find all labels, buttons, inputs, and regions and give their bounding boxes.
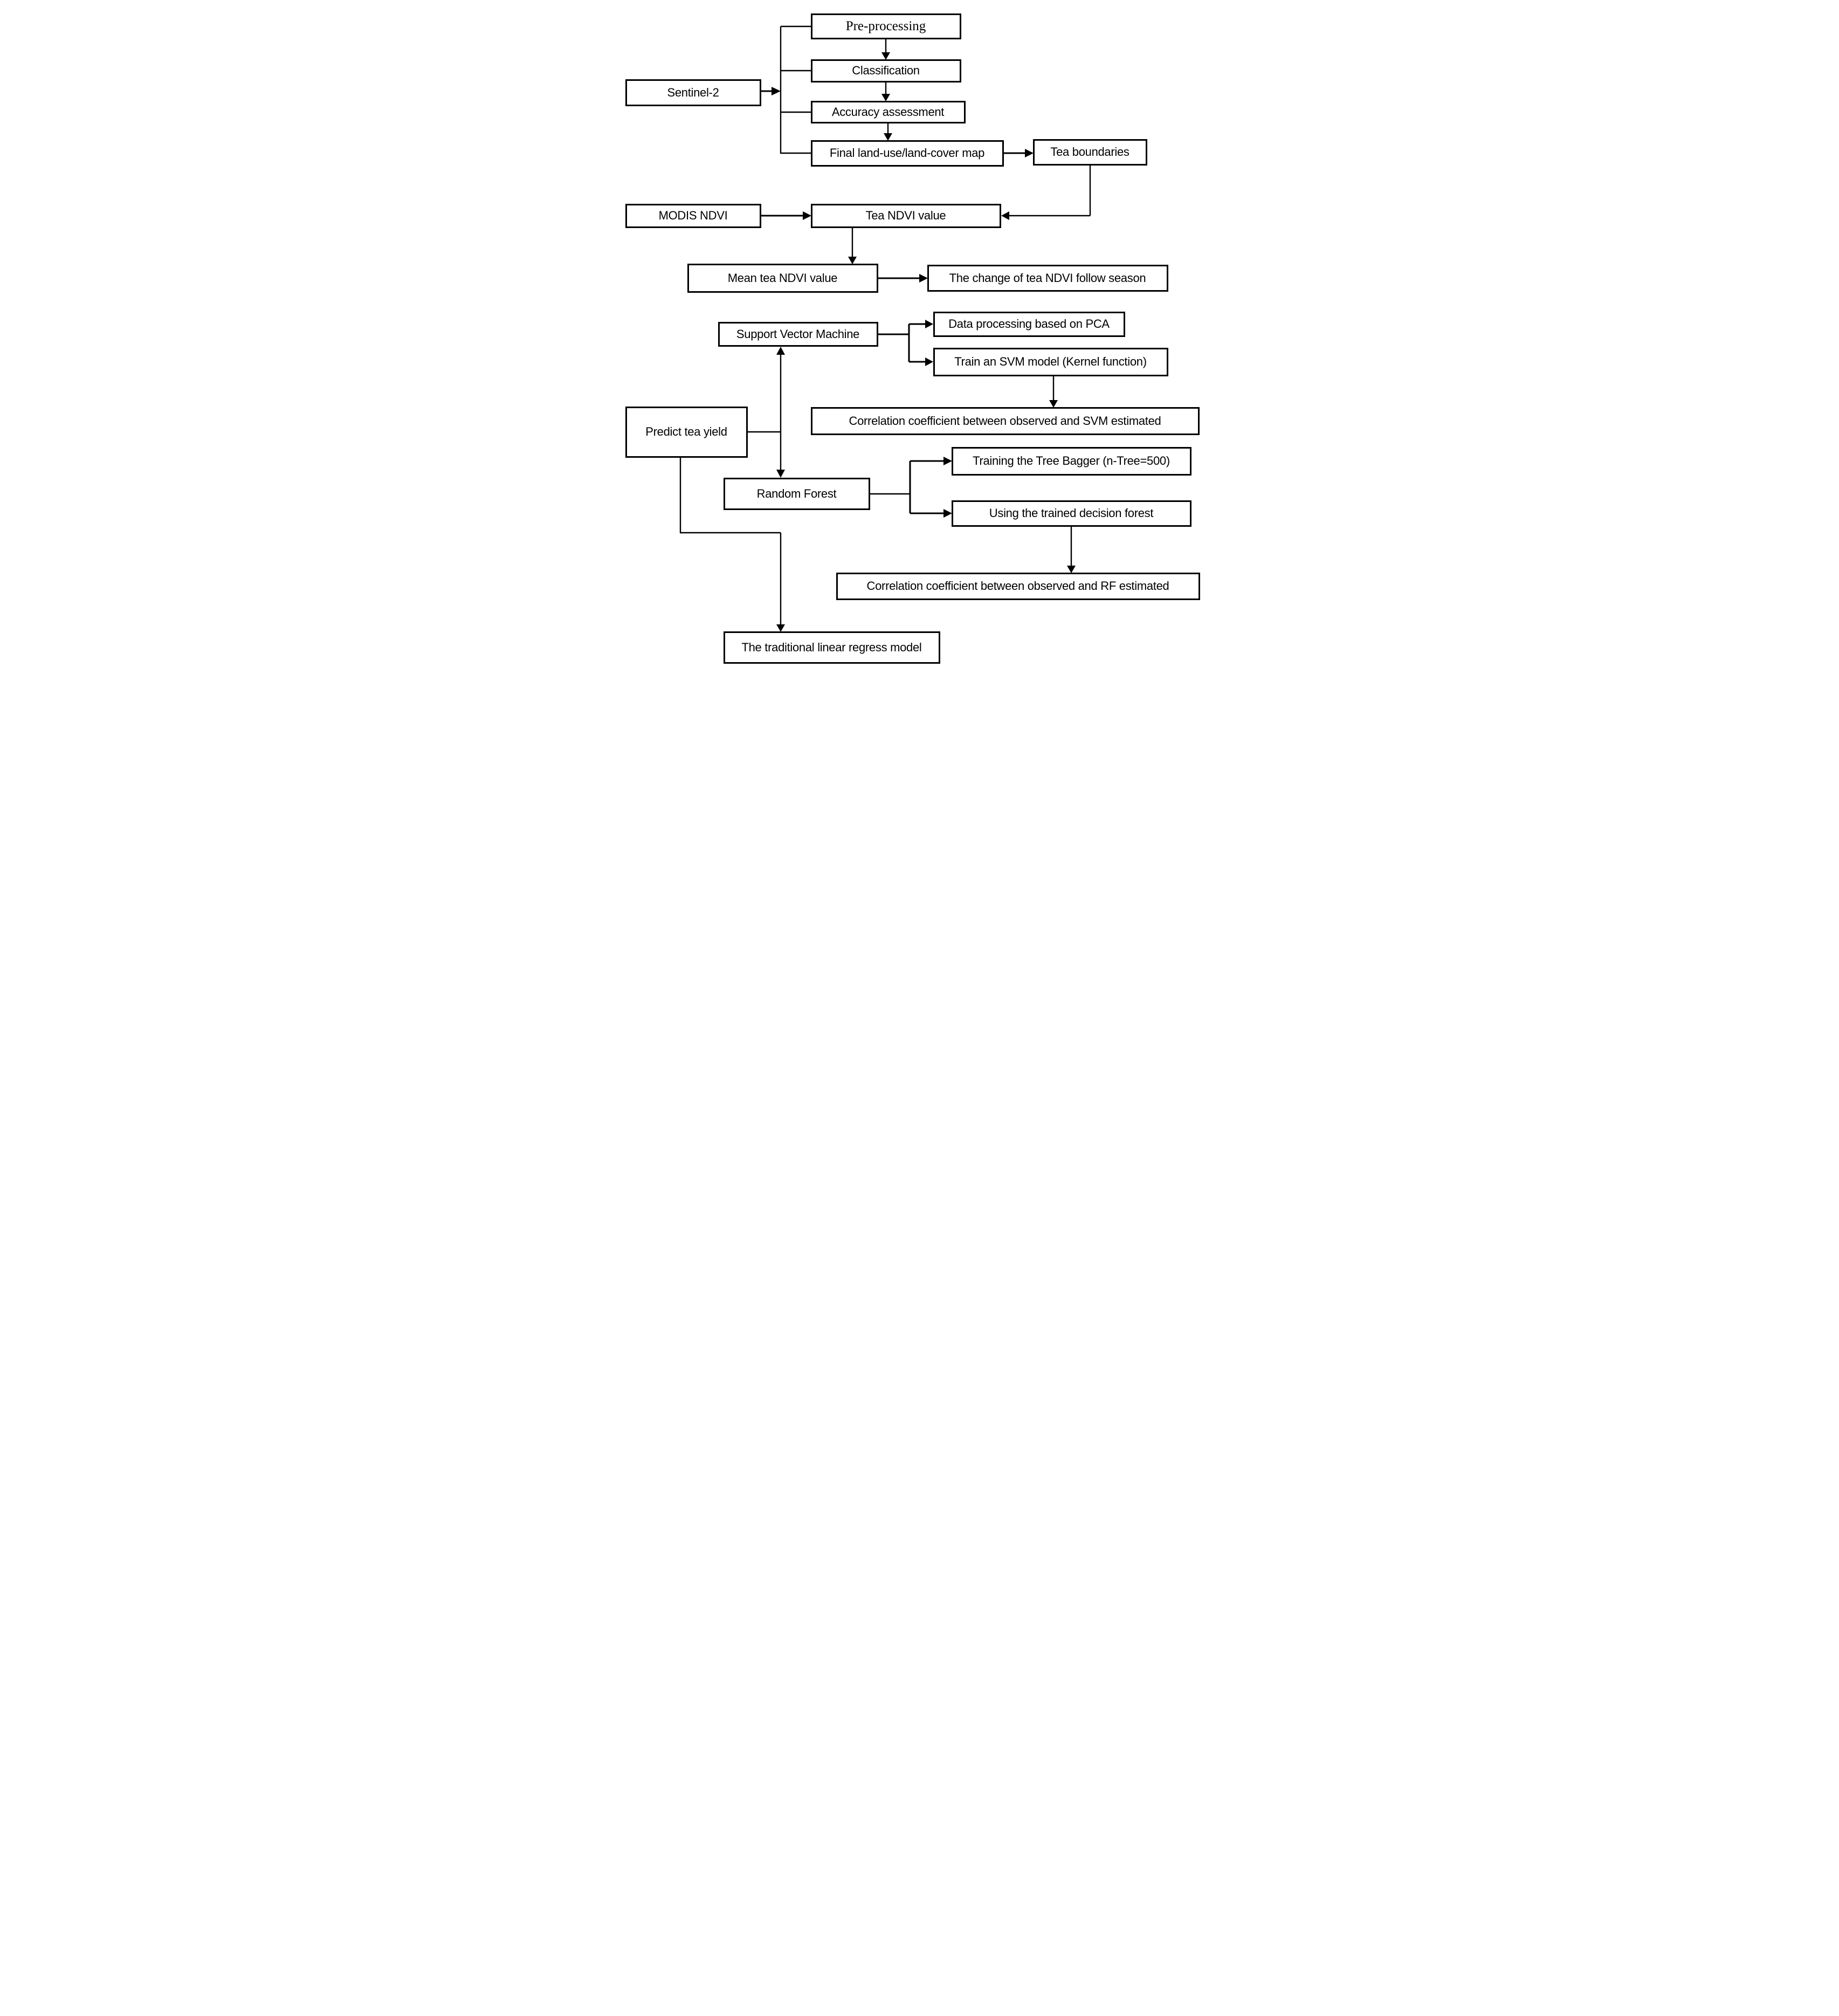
node-classification: Classification	[810, 59, 961, 82]
arrowhead	[848, 257, 857, 264]
arrowhead	[802, 211, 811, 220]
node-using-trained-forest: Using the trained decision forest	[951, 500, 1191, 527]
node-train-svm-model: Train an SVM model (Kernel function)	[933, 348, 1168, 376]
arrowhead	[881, 52, 890, 60]
edge-teandvi-meanndvi	[848, 228, 857, 264]
edge-teaboundaries-teandvi	[1001, 166, 1091, 220]
arrowhead	[925, 357, 933, 366]
arrowhead	[776, 347, 785, 355]
arrowhead	[919, 274, 928, 283]
arrowhead	[943, 509, 952, 518]
arrowhead	[1066, 566, 1076, 573]
arrowhead	[1024, 149, 1034, 157]
edge-preprocessing-classification	[881, 39, 890, 60]
node-sentinel-2: Sentinel-2	[625, 79, 761, 106]
arrowhead	[1001, 211, 1009, 220]
arrowhead	[776, 624, 785, 632]
edge-trainsvm-corrsvm	[1049, 376, 1058, 408]
node-tea-boundaries: Tea boundaries	[1032, 139, 1147, 166]
edge-accuracy-finalmap	[883, 123, 892, 141]
node-random-forest: Random Forest	[723, 478, 870, 510]
node-accuracy-assessment: Accuracy assessment	[810, 101, 966, 123]
edge-predict-linear	[679, 458, 785, 632]
node-ndvi-change-season: The change of tea NDVI follow season	[927, 265, 1168, 292]
node-support-vector-machine: Support Vector Machine	[718, 322, 878, 347]
edge-meanndvi-change	[878, 274, 928, 283]
node-tea-ndvi-value: Tea NDVI value	[810, 204, 1001, 228]
arrowhead	[943, 457, 952, 465]
node-final-land-use-map: Final land-use/land-cover map	[810, 140, 1004, 167]
arrowhead	[776, 470, 785, 478]
arrowhead	[883, 133, 892, 141]
arrowhead	[1049, 400, 1058, 408]
arrowhead	[771, 87, 781, 95]
edge-useforest-corrrf	[1066, 527, 1076, 573]
node-predict-tea-yield: Predict tea yield	[625, 407, 748, 458]
arrowhead	[881, 94, 890, 101]
edge-rf-split	[870, 457, 952, 518]
arrowhead	[925, 320, 933, 328]
node-mean-tea-ndvi-value: Mean tea NDVI value	[687, 264, 878, 293]
node-pre-processing: Pre-processing	[810, 13, 961, 39]
node-data-processing-pca: Data processing based on PCA	[933, 312, 1125, 337]
edge-finalmap-teaboundaries	[1003, 149, 1034, 157]
connector-layer	[679, 25, 1091, 632]
flowchart-canvas: Sentinel-2 Pre-processing Classification…	[612, 0, 1227, 674]
edge-sentinel2-trunk	[757, 25, 811, 154]
edge-modis-teandvi	[761, 211, 811, 220]
edge-classification-accuracy	[881, 82, 890, 101]
node-modis-ndvi: MODIS NDVI	[625, 204, 761, 228]
edge-predict-svm-rf	[747, 347, 785, 478]
node-correlation-svm: Correlation coefficient between observed…	[810, 407, 1200, 435]
edge-svm-split	[878, 320, 933, 366]
node-correlation-rf: Correlation coefficient between observed…	[836, 573, 1200, 600]
node-traditional-linear-regress: The traditional linear regress model	[723, 631, 940, 664]
node-training-tree-bagger: Training the Tree Bagger (n-Tree=500)	[951, 447, 1191, 476]
